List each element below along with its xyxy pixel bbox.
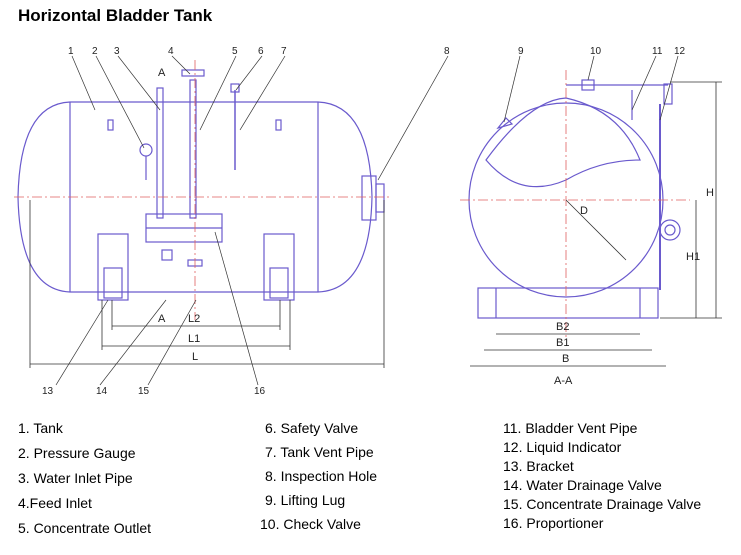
callout-5: 5	[232, 46, 238, 57]
legend-item-5: 5. Concentrate Outlet	[18, 520, 152, 536]
inspection-hole	[361, 175, 377, 221]
callout-12: 12	[674, 46, 686, 57]
legend-item-4: 4.Feed Inlet	[18, 495, 92, 511]
dim-L2: L2	[188, 313, 200, 325]
left-bracket	[97, 233, 129, 301]
legend-item-16: 16. Proportioner	[503, 515, 604, 531]
lifting-lug	[496, 117, 514, 130]
callout-9: 9	[518, 46, 524, 57]
legend-item-2: 2. Pressure Gauge	[18, 445, 136, 461]
dim-B2: B2	[556, 321, 569, 333]
callout-13: 13	[42, 386, 54, 397]
section-mark-top: A	[158, 67, 166, 79]
callout-1: 1	[68, 46, 74, 57]
callout-14: 14	[96, 386, 108, 397]
legend-item-6: 6. Safety Valve	[265, 420, 359, 436]
diagram-title: Horizontal Bladder Tank	[18, 6, 213, 25]
side-callout-leaders	[55, 55, 449, 386]
bladder-outline	[485, 97, 641, 188]
legend-item-8: 8. Inspection Hole	[265, 468, 378, 484]
legend-item-14: 14. Water Drainage Valve	[503, 477, 662, 493]
legend-item-9: 9. Lifting Lug	[265, 492, 346, 508]
section-mark-bottom: A	[158, 313, 166, 325]
legend-item-13: 13. Bracket	[503, 458, 574, 474]
water-inlet-pipe	[156, 87, 164, 219]
callout-8: 8	[444, 46, 450, 57]
legend-item-12: 12. Liquid Indicator	[503, 439, 622, 455]
callout-4: 4	[168, 46, 174, 57]
callout-16: 16	[254, 386, 266, 397]
concentrate-outlet-pipe	[189, 79, 197, 219]
callout-10: 10	[590, 46, 602, 57]
legend-item-1: 1. Tank	[18, 420, 63, 436]
legend-item-15: 15. Concentrate Drainage Valve	[503, 496, 702, 512]
liquid-indicator	[659, 219, 681, 241]
pressure-gauge	[139, 143, 153, 157]
tank-drawing: L2 L1 L A A 1 2 3 4 5 6 7 8 13 14 15 16	[14, 46, 722, 397]
legend-item-10: 10. Check Valve	[260, 516, 361, 532]
section-view-label: A-A	[554, 375, 573, 387]
side-dimensions	[29, 200, 385, 368]
legend-item-7: 7. Tank Vent Pipe	[265, 444, 374, 460]
dim-B: B	[562, 353, 569, 365]
callout-6: 6	[258, 46, 264, 57]
dim-L: L	[192, 351, 198, 363]
section-dimensions	[470, 81, 722, 367]
side-view	[17, 69, 385, 301]
dim-L1: L1	[188, 333, 200, 345]
dim-B1: B1	[556, 337, 569, 349]
dim-H1: H1	[686, 251, 700, 263]
section-callout-leaders	[503, 55, 679, 123]
legend-item-11: 11. Bladder Vent Pipe	[503, 420, 638, 436]
legend-item-3: 3. Water Inlet Pipe	[18, 470, 133, 486]
callout-7: 7	[281, 46, 287, 57]
callout-2: 2	[92, 46, 98, 57]
section-view	[468, 79, 681, 319]
callout-11: 11	[652, 46, 663, 57]
callout-15: 15	[138, 386, 150, 397]
right-bracket	[263, 233, 295, 301]
dim-D: D	[580, 205, 588, 217]
diameter-leader	[565, 199, 627, 261]
saddle	[477, 287, 659, 319]
dim-H: H	[706, 187, 714, 199]
callout-3: 3	[114, 46, 120, 57]
